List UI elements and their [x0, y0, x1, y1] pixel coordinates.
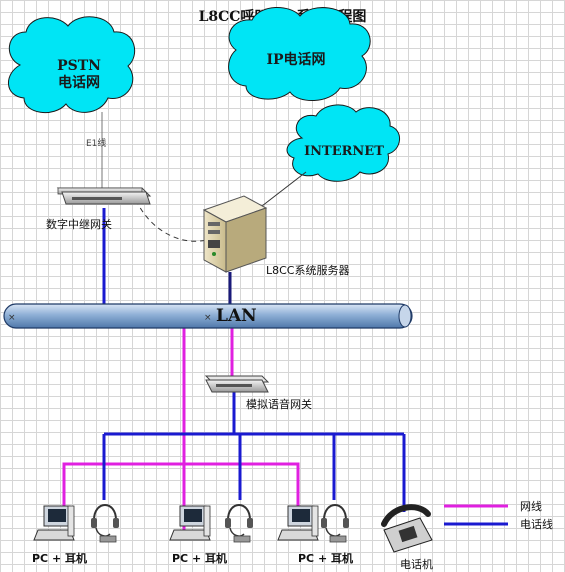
gateway-server-dashed-link	[135, 199, 207, 242]
pc-headset-label-2: PC + 耳机	[172, 552, 228, 565]
legend-network-label: 网线	[520, 500, 542, 513]
digital-gateway-icon	[56, 187, 152, 205]
pc-headset-label-3: PC + 耳机	[298, 552, 354, 565]
internet-cloud	[286, 104, 400, 182]
pstn-label-line1: PSTN	[57, 58, 101, 74]
lan-bar: × ×	[3, 303, 413, 329]
pc-network-bus	[62, 462, 300, 512]
server-icon	[202, 195, 268, 273]
pc-headset-label-1: PC + 耳机	[32, 552, 88, 565]
pc-workstation-1	[33, 505, 75, 541]
svg-text:×: ×	[204, 313, 212, 323]
digital-gateway-label: 数字中继网关	[46, 218, 112, 231]
internet-label: INTERNET	[304, 144, 384, 159]
headset-1	[91, 504, 119, 543]
pc-workstation-2	[169, 505, 211, 541]
pc-workstation-3	[277, 505, 319, 541]
telephone-label: 电话机	[400, 558, 433, 571]
pstn-label: PSTN 电话网	[34, 58, 124, 92]
headset-2	[225, 504, 253, 543]
e1-line-label: E1线	[86, 139, 107, 149]
pstn-label-line2: 电话网	[58, 74, 100, 91]
ip-network-label: IP电话网	[266, 52, 326, 68]
headset-3	[321, 504, 349, 543]
legend-phone-label: 电话线	[520, 518, 553, 531]
telephone-icon	[381, 504, 433, 553]
legend	[444, 504, 508, 526]
analog-gateway-label: 模拟语音网关	[246, 398, 312, 411]
ip-network-cloud	[228, 7, 371, 102]
svg-text:×: ×	[8, 313, 16, 323]
server-label: L8CC系统服务器	[266, 264, 350, 277]
analog-gateway-icon	[204, 375, 270, 393]
internet-server-link	[261, 171, 307, 207]
pstn-cloud	[8, 16, 136, 114]
lan-label: LAN	[216, 306, 257, 326]
